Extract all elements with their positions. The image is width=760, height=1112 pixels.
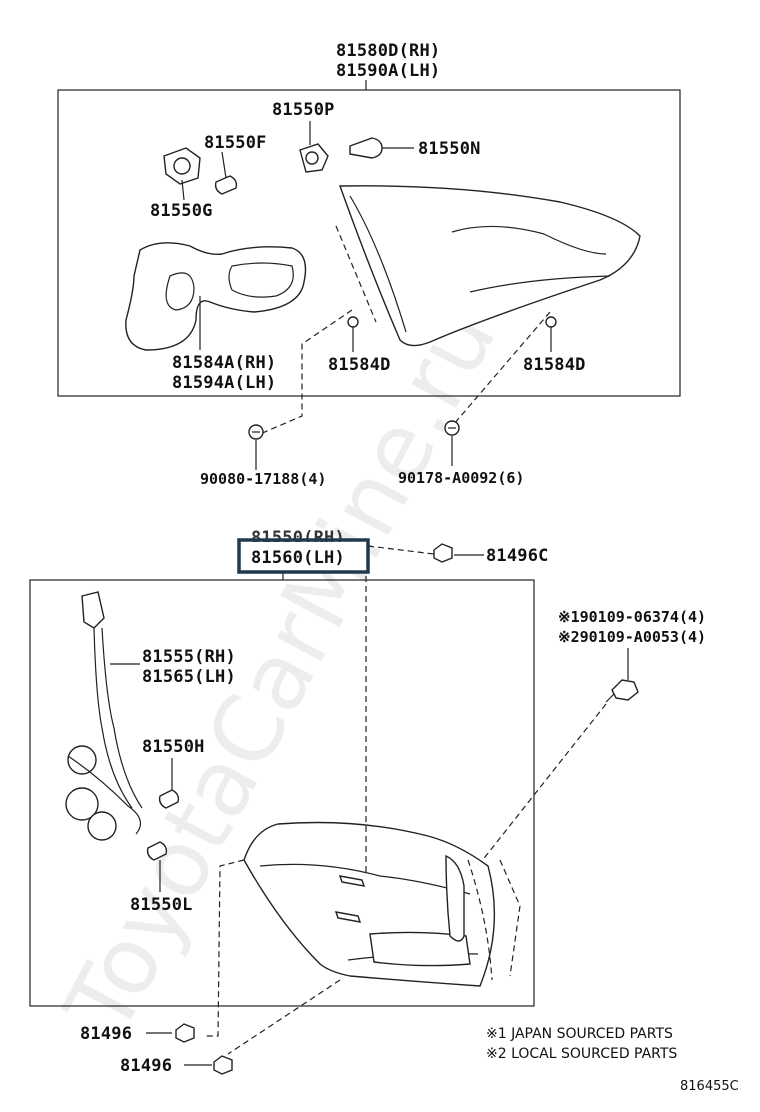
upper-assembly-frame bbox=[57, 89, 681, 397]
bulb-81550p bbox=[299, 143, 329, 173]
lower-lamp-group: 81550(RH) 81560(LH) 81496C ※190109-06374… bbox=[29, 528, 706, 1055]
bolt-90109 bbox=[605, 679, 639, 703]
bulb-81550h bbox=[158, 789, 180, 809]
label-81496-upper[interactable]: 81496 bbox=[80, 1024, 132, 1044]
label-81550f[interactable]: 81550F bbox=[204, 133, 267, 153]
note-local-sourced: ※2 LOCAL SOURCED PARTS bbox=[486, 1046, 677, 1062]
label-81550l[interactable]: 81550L bbox=[130, 895, 193, 915]
label-81496c[interactable]: 81496C bbox=[486, 546, 549, 566]
lower-assembly-frame bbox=[29, 579, 535, 1007]
highlight-box-81560-lh bbox=[237, 538, 370, 574]
label-81550g[interactable]: 81550G bbox=[150, 201, 213, 221]
label-81550p[interactable]: 81550P bbox=[272, 100, 335, 120]
screw-90178 bbox=[444, 420, 460, 436]
label-81565-lh[interactable]: 81565(LH) bbox=[142, 667, 236, 687]
label-bolt-90109-06374[interactable]: ※190109-06374(4) bbox=[558, 608, 706, 626]
screw-90080 bbox=[248, 424, 264, 440]
label-81580d-rh[interactable]: 81580D(RH) bbox=[336, 41, 440, 61]
nut-81496c bbox=[433, 543, 453, 563]
bulb-81550f bbox=[214, 175, 238, 195]
inner-lamp-81580d bbox=[335, 185, 641, 347]
nut-81496-lower bbox=[213, 1055, 233, 1075]
label-81496-lower[interactable]: 81496 bbox=[120, 1056, 172, 1076]
label-81584a-rh[interactable]: 81584A(RH) bbox=[172, 353, 276, 373]
note-japan-sourced: ※1 JAPAN SOURCED PARTS bbox=[486, 1026, 673, 1042]
socket-81550g bbox=[163, 147, 201, 185]
label-81594a-lh[interactable]: 81594A(LH) bbox=[172, 373, 276, 393]
label-90080-17188[interactable]: 90080-17188(4) bbox=[200, 470, 326, 488]
nut-81496-upper bbox=[175, 1023, 195, 1043]
socket-wire-81555 bbox=[65, 591, 143, 841]
clip-81584d-right bbox=[545, 316, 557, 328]
label-90178-a0092[interactable]: 90178-A0092(6) bbox=[398, 469, 524, 487]
diagram-code: 816455C bbox=[680, 1079, 739, 1094]
label-81550n[interactable]: 81550N bbox=[418, 139, 481, 159]
bulb-81550l bbox=[146, 841, 168, 861]
label-81584d-right[interactable]: 81584D bbox=[523, 355, 586, 375]
bulb-81550n bbox=[349, 137, 383, 159]
clip-81584d-left bbox=[347, 316, 359, 328]
upper-lamp-group: 81580D(RH) 81590A(LH) 81550P 81550N 8155… bbox=[57, 41, 681, 435]
outer-lamp-81560 bbox=[243, 821, 496, 987]
label-81584d-left[interactable]: 81584D bbox=[328, 355, 391, 375]
label-81590a-lh[interactable]: 81590A(LH) bbox=[336, 61, 440, 81]
label-81560-lh[interactable]: 81560(LH) bbox=[251, 548, 345, 568]
gasket-81584a bbox=[125, 242, 307, 351]
label-81555-rh[interactable]: 81555(RH) bbox=[142, 647, 236, 667]
label-bolt-90109-a0053[interactable]: ※290109-A0053(4) bbox=[558, 628, 706, 646]
label-81550h[interactable]: 81550H bbox=[142, 737, 205, 757]
